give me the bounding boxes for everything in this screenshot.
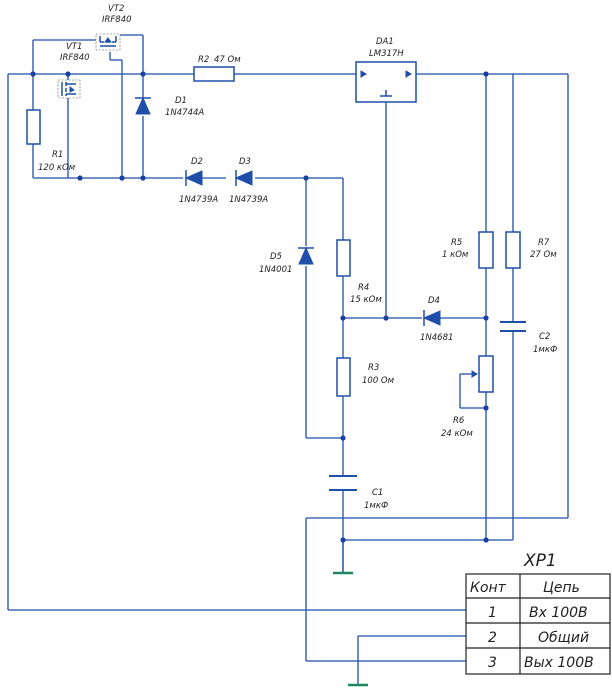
r5-value: 1 кОм [442, 250, 469, 260]
da1-ref: DA1 [376, 37, 394, 47]
r4-resistor [336, 239, 351, 277]
r1-value: 120 кОм [38, 163, 76, 173]
d5-ref: D5 [270, 252, 282, 262]
xp1-header-pin: Конт [470, 580, 507, 596]
d1-ref: D1 [175, 96, 187, 106]
r6-ref: R6 [453, 416, 465, 426]
r3-ref: R3 [368, 363, 379, 373]
d1-diode [135, 96, 151, 115]
c1-capacitor [329, 475, 357, 491]
d2-ref: D2 [191, 157, 203, 167]
r5-resistor [478, 231, 494, 269]
r6-potentiometer [471, 355, 494, 393]
xp1-connector-table: XP1 Конт Цепь 1 Вх 100В 2 Общий 3 Вых 10… [465, 551, 611, 675]
xp1-row-3-pin: 3 [488, 655, 497, 671]
r4-ref: R4 [358, 283, 369, 293]
xp1-row-2-pin: 2 [488, 630, 497, 646]
c2-ref: C2 [539, 332, 550, 342]
vt1-value: IRF840 [60, 53, 90, 63]
d4-diode [422, 310, 441, 326]
r1-resistor [26, 109, 41, 145]
xp1-row-1-pin: 1 [488, 605, 497, 621]
r3-resistor [336, 357, 351, 397]
r2-ref: R2 [198, 55, 209, 65]
c1-ref: C1 [372, 488, 383, 498]
d4-value: 1N4681 [420, 333, 453, 343]
d1-value: 1N4744A [165, 108, 204, 118]
junction-dots [30, 71, 489, 543]
d3-diode [234, 170, 253, 186]
vt2-value: IRF840 [102, 15, 132, 25]
r4-value: 15 кОм [350, 295, 382, 305]
d3-ref: D3 [239, 157, 251, 167]
r3-value: 100 Ом [362, 376, 395, 386]
xp1-row-1-net: Вх 100В [529, 605, 588, 621]
xp1-row-2-net: Общий [538, 630, 589, 646]
vt2-mosfet [95, 33, 121, 51]
r6-value: 24 кОм [441, 429, 473, 439]
c2-value: 1мкФ [533, 345, 557, 355]
c1-value: 1мкФ [364, 501, 388, 511]
xp1-header-net: Цепь [543, 580, 580, 596]
r5-ref: R5 [451, 238, 462, 248]
r7-resistor [505, 231, 521, 269]
da1-value: LM317H [369, 49, 404, 59]
xp1-row-3-net: Вых 100В [524, 655, 594, 671]
d2-diode [184, 170, 226, 186]
d5-value: 1N4001 [259, 265, 292, 275]
r2-value: 47 Ом [214, 55, 241, 65]
r7-ref: R7 [538, 238, 550, 248]
xp1-title: XP1 [523, 551, 557, 571]
vt1-mosfet [57, 79, 81, 99]
r7-value: 27 Ом [530, 250, 557, 260]
wires [7, 34, 569, 684]
r1-ref: R1 [52, 150, 63, 160]
c2-capacitor [500, 321, 526, 332]
d3-value: 1N4739A [229, 195, 268, 205]
d2-value: 1N4739A [179, 195, 218, 205]
d4-ref: D4 [428, 296, 440, 306]
vt1-ref: VT1 [66, 42, 82, 52]
r2-resistor [193, 66, 235, 82]
d5-diode [298, 246, 314, 265]
ground-symbol-1 [333, 540, 353, 575]
vt2-ref: VT2 [108, 4, 124, 14]
component-labels: VT2 IRF840 VT1 IRF840 R2 47 Ом DA1 LM317… [38, 4, 557, 511]
da1-regulator [355, 61, 417, 103]
